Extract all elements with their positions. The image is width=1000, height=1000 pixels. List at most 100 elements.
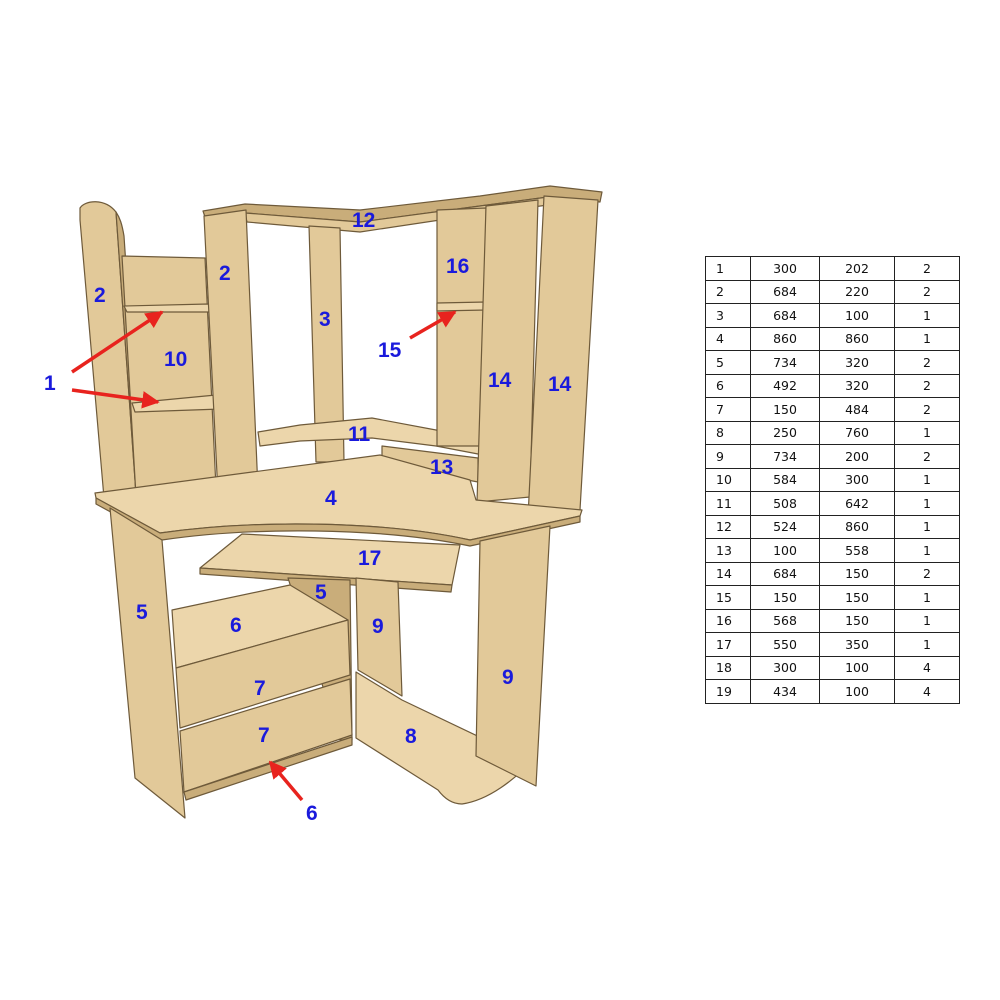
part-number-cell: 19: [705, 679, 751, 704]
dimension-a-cell: 150: [750, 397, 820, 422]
part-number-cell: 3: [705, 303, 751, 328]
dimension-a-cell: 434: [750, 679, 820, 704]
dimension-b-cell: 760: [819, 420, 895, 445]
panel-14-outer: [527, 195, 599, 518]
arrow-1-upper: [71, 310, 164, 374]
part-number-cell: 14: [705, 561, 751, 586]
dimension-b-cell: 100: [819, 679, 895, 704]
quantity-cell: 1: [894, 585, 960, 610]
panel-15: [436, 301, 487, 312]
label-2-left: 2: [94, 284, 106, 307]
quantity-cell: 2: [894, 444, 960, 469]
dimension-a-cell: 550: [750, 632, 820, 657]
dimension-b-cell: 642: [819, 491, 895, 516]
dimension-a-cell: 300: [750, 655, 820, 680]
panel-4-edge: [95, 497, 581, 547]
quantity-cell: 2: [894, 350, 960, 375]
part-number-cell: 10: [705, 467, 751, 492]
label-8: 8: [405, 725, 417, 748]
dimension-a-cell: 250: [750, 420, 820, 445]
quantity-cell: 1: [894, 538, 960, 563]
dimension-b-cell: 150: [819, 561, 895, 586]
quantity-cell: 1: [894, 491, 960, 516]
drawer-7-upper: [175, 619, 351, 729]
label-13: 13: [430, 456, 453, 479]
dimension-b-cell: 300: [819, 467, 895, 492]
dimension-a-cell: 734: [750, 444, 820, 469]
part-number-cell: 17: [705, 632, 751, 657]
dimension-a-cell: 860: [750, 326, 820, 351]
part-number-cell: 8: [705, 420, 751, 445]
dimension-b-cell: 558: [819, 538, 895, 563]
label-5-left: 5: [136, 601, 148, 624]
dimension-b-cell: 484: [819, 397, 895, 422]
part-number-cell: 2: [705, 279, 751, 304]
dimension-a-cell: 524: [750, 514, 820, 539]
panel-14-inner: [476, 199, 539, 503]
panel-9-center: [355, 577, 403, 697]
label-14-inner: 14: [488, 369, 512, 392]
quantity-cell: 1: [894, 303, 960, 328]
label-4: 4: [325, 487, 337, 510]
part-number-cell: 9: [705, 444, 751, 469]
part-number-cell: 4: [705, 326, 751, 351]
arrow-15: [409, 310, 457, 340]
dimension-b-cell: 220: [819, 279, 895, 304]
label-7-upper: 7: [254, 677, 266, 700]
label-15: 15: [378, 339, 402, 362]
label-16: 16: [446, 255, 469, 278]
label-3: 3: [319, 308, 331, 331]
part-number-cell: 13: [705, 538, 751, 563]
panel-5-outer: [109, 507, 186, 819]
arrow-1-lower: [71, 388, 160, 409]
dimension-b-cell: 320: [819, 373, 895, 398]
dimension-a-cell: 734: [750, 350, 820, 375]
dimension-b-cell: 202: [819, 256, 895, 281]
label-17: 17: [358, 547, 381, 570]
panel-6-bottom: [183, 736, 353, 801]
part-number-cell: 11: [705, 491, 751, 516]
dimension-a-cell: 684: [750, 279, 820, 304]
panel-16: [436, 207, 487, 447]
label-10: 10: [164, 348, 187, 371]
dimension-a-cell: 684: [750, 303, 820, 328]
dimension-a-cell: 684: [750, 561, 820, 586]
quantity-cell: 2: [894, 279, 960, 304]
label-11: 11: [348, 423, 371, 446]
dimension-a-cell: 508: [750, 491, 820, 516]
drawer-7-lower: [179, 678, 353, 793]
dimension-a-cell: 150: [750, 585, 820, 610]
label-12: 12: [352, 209, 375, 232]
dimension-b-cell: 350: [819, 632, 895, 657]
quantity-cell: 2: [894, 256, 960, 281]
quantity-cell: 2: [894, 373, 960, 398]
part-number-cell: 5: [705, 350, 751, 375]
quantity-cell: 2: [894, 561, 960, 586]
dimension-b-cell: 860: [819, 514, 895, 539]
label-7-lower: 7: [258, 724, 270, 747]
dimension-b-cell: 320: [819, 350, 895, 375]
label-5-back: 5: [315, 581, 327, 604]
quantity-cell: 4: [894, 679, 960, 704]
label-2-inner: 2: [219, 262, 231, 285]
dimension-b-cell: 150: [819, 585, 895, 610]
dimension-b-cell: 100: [819, 303, 895, 328]
dimension-b-cell: 100: [819, 655, 895, 680]
label-14-outer: 14: [548, 373, 572, 396]
part-number-cell: 15: [705, 585, 751, 610]
dimension-a-cell: 584: [750, 467, 820, 492]
label-9-center: 9: [372, 615, 384, 638]
